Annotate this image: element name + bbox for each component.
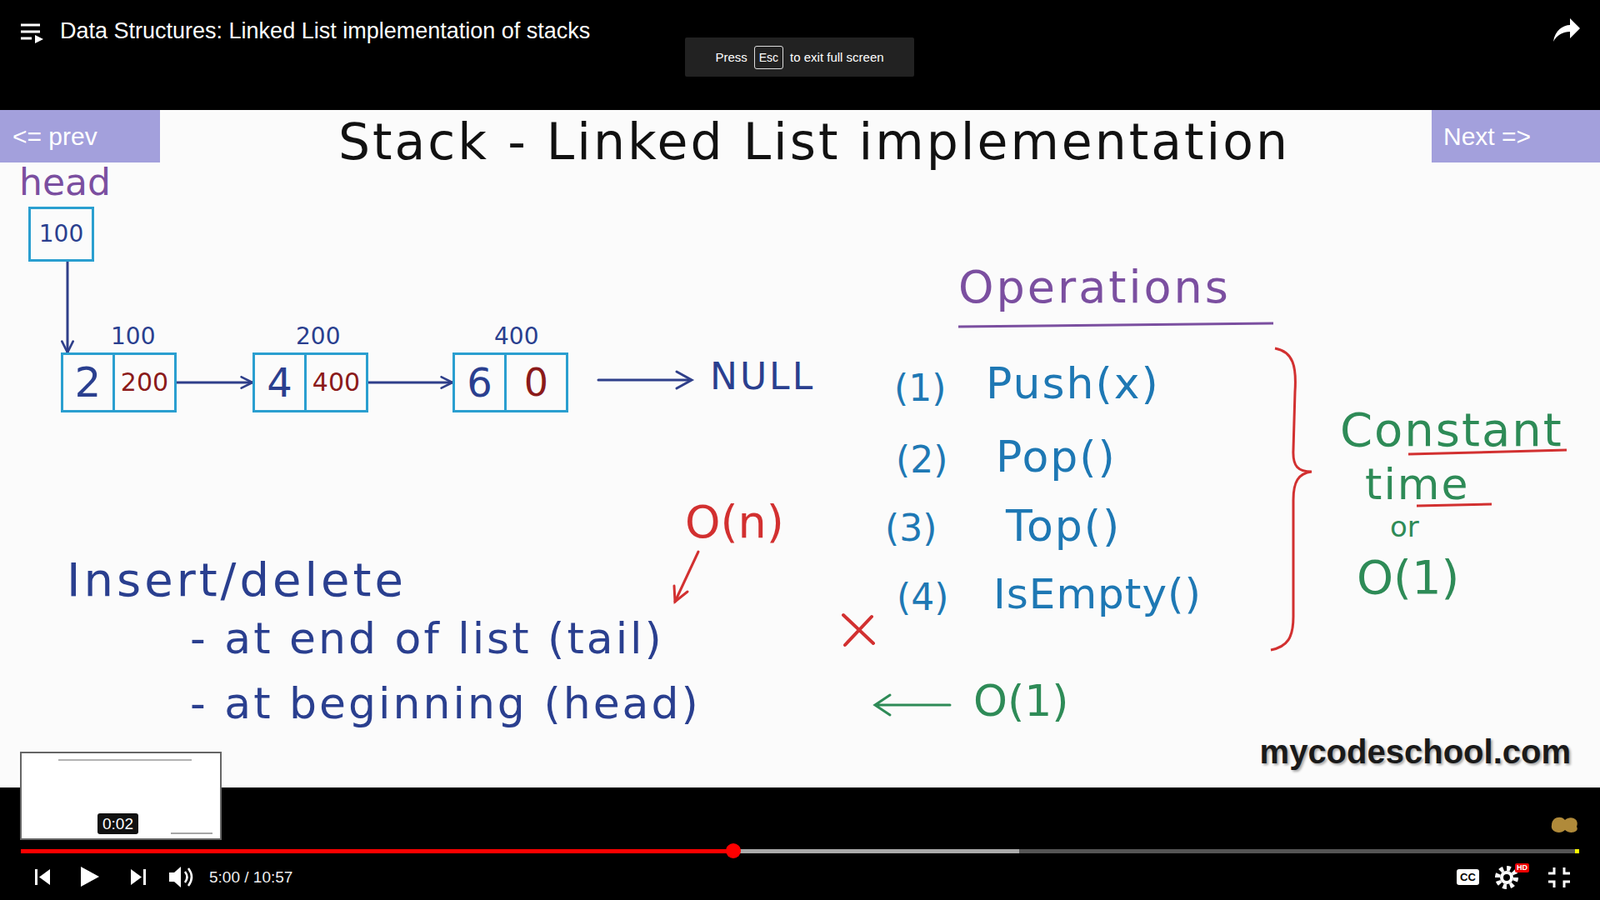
button-label: <= prev [12, 124, 98, 150]
link-value: 0 [524, 363, 549, 402]
pointer-box: head100 [28, 206, 95, 262]
operation-name: IsEmpty() [993, 573, 1202, 615]
note-item: - at beginning (head) [190, 681, 701, 725]
cc-button: CC [1456, 869, 1480, 885]
prev-icon [35, 869, 50, 885]
operation-name: Push(x) [985, 361, 1160, 405]
link-cell: 400 [306, 355, 366, 410]
time-badge: 0:02 [97, 813, 139, 835]
diagram-title: Stack - Linked List implementation [195, 116, 1434, 167]
exit-fullscreen-icon [1548, 867, 1570, 888]
progress-marker [1575, 849, 1580, 854]
list-number: (3) [885, 510, 937, 547]
share-icon [1553, 18, 1580, 42]
complexity-note: Constant [1340, 406, 1564, 454]
thumbnail [20, 752, 221, 840]
progress-played [20, 849, 734, 854]
null-arrow [598, 371, 692, 389]
next-icon [130, 869, 146, 885]
curly-brace [1270, 348, 1312, 650]
pointer-arrow [368, 381, 453, 385]
data-cell: 2 [63, 355, 115, 410]
link-cell: 0 [506, 355, 566, 410]
node-address: 200 [295, 325, 340, 349]
time-display: 5:00 / 10:57 [209, 869, 293, 885]
list-number: (2) [895, 441, 948, 479]
progress-track [20, 849, 1578, 854]
data-cell: 6 [455, 355, 507, 410]
thumbnail-line [170, 832, 213, 835]
pointer-arrow [875, 695, 950, 715]
pointer-name: head [19, 164, 111, 201]
note-heading: Insert/delete [66, 556, 407, 604]
progress-knob [725, 843, 741, 859]
complexity-note: time [1365, 462, 1470, 506]
nav-button: <= prev [0, 110, 160, 163]
null-label: NULL [710, 358, 815, 395]
list-number: (4) [896, 579, 949, 616]
data-value: 4 [266, 362, 293, 403]
node-address: 100 [110, 325, 155, 349]
section-heading: Operations [958, 265, 1231, 310]
watermark: mycodeschool.com [1260, 735, 1571, 769]
key-cap: Esc [754, 45, 784, 70]
node-address: 400 [494, 325, 539, 349]
button-label: Next => [1443, 124, 1531, 150]
operation-name: Top() [1005, 504, 1121, 548]
link-value: 200 [120, 370, 169, 395]
progress-buffered [20, 849, 1020, 854]
channel-logo [1551, 817, 1578, 833]
complexity-value: O(1) [1356, 554, 1460, 601]
list-node: 1002200 [60, 352, 177, 413]
tooltip-text: to exit full screen [790, 50, 885, 64]
playlist-triangle [35, 35, 44, 44]
video-title: Data Structures: Linked List implementat… [60, 20, 590, 43]
link-cell: 200 [115, 355, 175, 410]
address-value: 100 [39, 222, 84, 246]
list-node: 40060 [452, 352, 569, 413]
cross-mark [843, 615, 874, 645]
data-cell: 4 [255, 355, 307, 410]
thumbnail-line [58, 759, 192, 761]
complexity-value: O(n) [685, 500, 785, 545]
tooltip-text: Press [715, 50, 747, 64]
list-number: (1) [894, 370, 946, 407]
pointer-arrow [66, 261, 70, 353]
play-icon [80, 866, 100, 887]
note-item: - at end of list (tail) [190, 616, 665, 660]
pointer-arrow [674, 551, 699, 602]
data-value: 2 [75, 361, 102, 404]
complexity-value: O(1) [973, 679, 1070, 723]
complexity-note: or [1390, 512, 1420, 541]
key-label: Esc [759, 51, 779, 64]
underline [958, 323, 1274, 327]
settings-icon [1497, 868, 1516, 887]
nav-button: Next => [1431, 110, 1600, 163]
pointer-arrow [176, 381, 253, 385]
hd-badge: HD [1515, 863, 1530, 873]
list-node: 2004400 [252, 352, 369, 413]
link-value: 400 [312, 370, 360, 395]
volume-icon [169, 866, 192, 888]
data-value: 6 [466, 362, 493, 403]
tooltip: Press to exit full screen Esc [685, 37, 915, 77]
operation-name: Pop() [995, 435, 1117, 479]
